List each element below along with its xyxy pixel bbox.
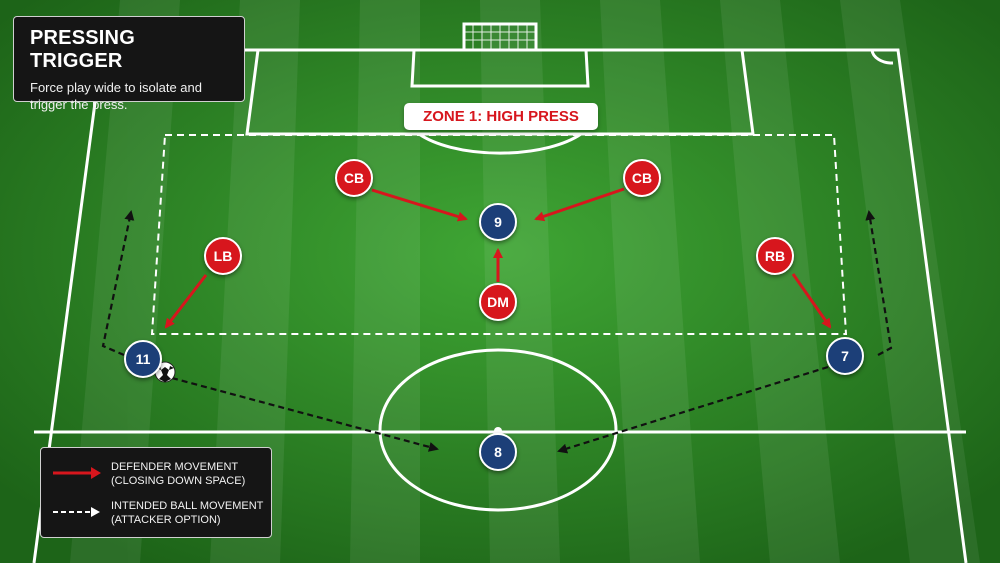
attacker-8[interactable]: 8 [479, 433, 517, 471]
arrow-cb-left [371, 188, 468, 222]
goal [462, 22, 538, 52]
high-press-zone [150, 134, 848, 335]
defender-cb-right[interactable]: CB [623, 159, 661, 197]
ball-arrow-left-up [101, 210, 135, 357]
legend-defender-text: DEFENDER MOVEMENT (CLOSING DOWN SPACE) [111, 460, 245, 488]
penalty-box [245, 49, 755, 136]
title-panel: PRESSING TRIGGER Force play wide to isol… [13, 16, 245, 112]
arrow-cb-right [534, 187, 625, 222]
ball-arrow-right-to-8 [557, 365, 829, 454]
attacker-11[interactable]: 11 [124, 340, 162, 378]
legend-red-arrow-icon [53, 467, 101, 479]
defender-lb[interactable]: LB [204, 237, 242, 275]
legend-ball-text: INTENDED BALL MOVEMENT (ATTACKER OPTION) [111, 499, 263, 527]
defender-dm[interactable]: DM [479, 283, 517, 321]
zone-label: ZONE 1: HIGH PRESS [404, 103, 598, 130]
center-circle [378, 348, 618, 512]
ball-arrow-right-up [865, 210, 893, 356]
legend-ball-line1: INTENDED BALL MOVEMENT [111, 500, 264, 512]
legend-ball-line2: (ATTACKER OPTION) [111, 514, 221, 526]
ball-arrows [101, 210, 893, 454]
legend-row-defender: DEFENDER MOVEMENT (CLOSING DOWN SPACE) [41, 460, 271, 490]
defender-cb-left[interactable]: CB [335, 159, 373, 197]
legend-dashed-arrow-icon [53, 507, 100, 517]
attacker-9[interactable]: 9 [479, 203, 517, 241]
legend-defender-line2: (CLOSING DOWN SPACE) [111, 475, 246, 487]
legend-defender-line1: DEFENDER MOVEMENT [111, 461, 239, 473]
defender-rb[interactable]: RB [756, 237, 794, 275]
arrow-rb [791, 273, 832, 329]
arrow-lb [164, 274, 208, 329]
defender-arrows [164, 187, 832, 329]
title-heading: PRESSING TRIGGER [30, 27, 135, 72]
penalty-arc [418, 132, 582, 155]
title-subtitle: Force play wide to isolate and trigger t… [30, 80, 202, 112]
attacker-7[interactable]: 7 [826, 337, 864, 375]
grass-stripes [70, 0, 980, 563]
six-yard-box [410, 49, 590, 88]
legend: DEFENDER MOVEMENT (CLOSING DOWN SPACE) I… [40, 447, 272, 538]
corner-arc [870, 49, 894, 65]
ball-arrow-left-to-8 [171, 376, 439, 452]
legend-row-ball: INTENDED BALL MOVEMENT (ATTACKER OPTION) [41, 499, 271, 529]
